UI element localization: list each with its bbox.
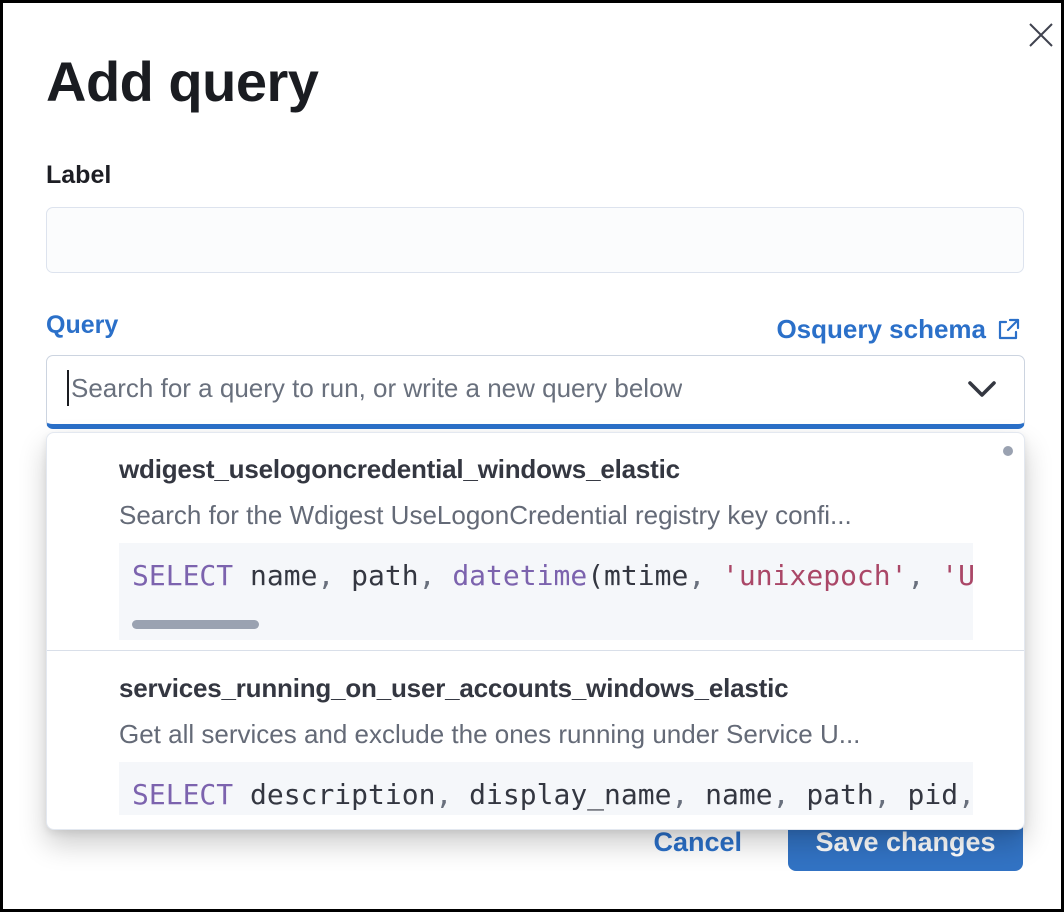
- osquery-schema-link-label: Osquery schema: [776, 314, 986, 344]
- option-description: Search for the Wdigest UseLogonCredentia…: [119, 500, 852, 530]
- query-field-label: Query: [46, 311, 119, 339]
- option-code-block: SELECT description, display_name, name, …: [119, 762, 973, 815]
- query-suggestions-dropdown: wdigest_uselogoncredential_windows_elast…: [46, 432, 1025, 830]
- query-option-services[interactable]: services_running_on_user_accounts_window…: [47, 651, 1024, 825]
- query-search-combobox[interactable]: Search for a query to run, or write a ne…: [46, 355, 1025, 429]
- text-cursor: [67, 370, 69, 406]
- option-description: Get all services and exclude the ones ru…: [119, 719, 861, 749]
- option-divider: [47, 650, 1024, 651]
- label-input[interactable]: [46, 207, 1024, 273]
- modal-title: Add query: [46, 50, 319, 113]
- osquery-schema-link[interactable]: Osquery schema: [776, 314, 1021, 345]
- option-sql-code: SELECT description, display_name, name, …: [132, 778, 973, 811]
- option-title: wdigest_uselogoncredential_windows_elast…: [119, 454, 680, 484]
- chevron-down-icon[interactable]: [966, 379, 998, 401]
- option-title: services_running_on_user_accounts_window…: [119, 673, 789, 703]
- label-field-label: Label: [46, 161, 112, 189]
- external-link-icon: [998, 318, 1020, 340]
- option-sql-code: SELECT name, path, datetime(mtime, 'unix…: [132, 559, 973, 592]
- query-search-placeholder: Search for a query to run, or write a ne…: [71, 372, 683, 403]
- close-button[interactable]: [1023, 17, 1059, 53]
- option-code-block: SELECT name, path, datetime(mtime, 'unix…: [119, 543, 973, 640]
- query-option-wdigest[interactable]: wdigest_uselogoncredential_windows_elast…: [47, 433, 1024, 650]
- vertical-scrollbar-thumb[interactable]: [1003, 446, 1013, 456]
- horizontal-scrollbar-thumb[interactable]: [132, 620, 259, 629]
- close-icon: [1029, 23, 1053, 47]
- cancel-button[interactable]: Cancel: [629, 827, 766, 858]
